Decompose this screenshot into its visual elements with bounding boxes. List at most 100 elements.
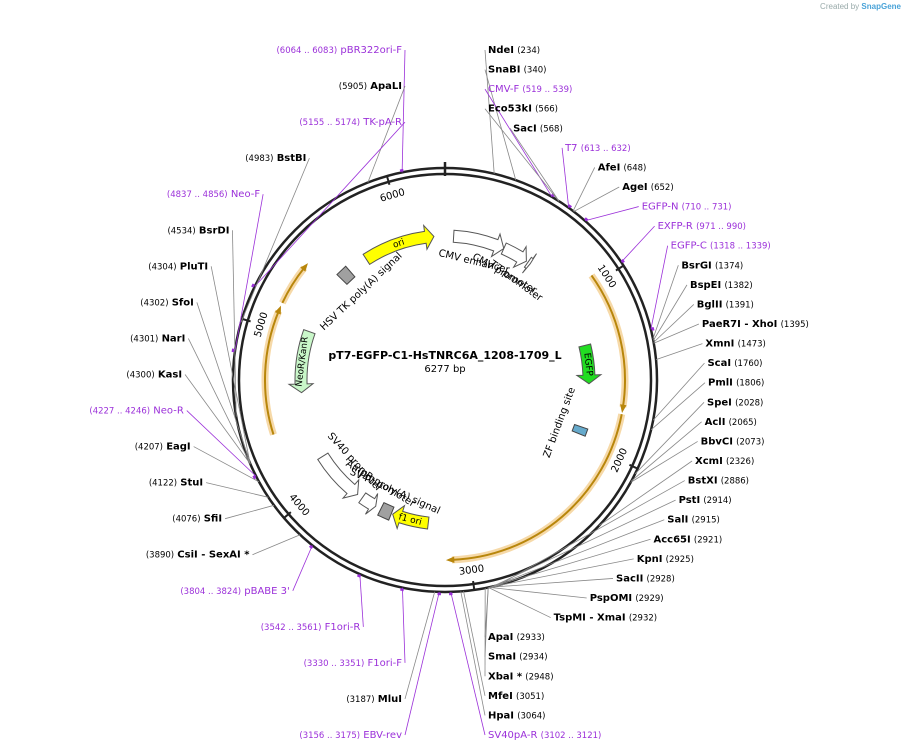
site-position: (2073) bbox=[736, 437, 764, 447]
enzyme-site-bbvci: BbvCI (2073) bbox=[701, 436, 765, 447]
enzyme-site-mlui: (3187) MluI bbox=[346, 694, 402, 705]
svg-text:ScaI (1760): ScaI (1760) bbox=[707, 358, 762, 369]
svg-text:SalI (2915): SalI (2915) bbox=[667, 515, 720, 526]
feature-arrow bbox=[452, 229, 505, 258]
site-leader-line bbox=[224, 504, 275, 520]
svg-text:SacI (568): SacI (568) bbox=[513, 123, 563, 134]
enzyme-site-eagi: (4207) EagI bbox=[135, 442, 191, 453]
svg-text:SnaBI (340): SnaBI (340) bbox=[488, 65, 546, 76]
site-name: TspMI - XmaI bbox=[554, 613, 626, 624]
svg-text:T7 (613 .. 632): T7 (613 .. 632) bbox=[564, 143, 631, 154]
primer-marker bbox=[584, 217, 589, 222]
enzyme-site-sfii: (4076) SfiI bbox=[172, 514, 222, 525]
svg-text:SmaI (2934): SmaI (2934) bbox=[488, 652, 548, 663]
svg-text:AclI (2065): AclI (2065) bbox=[705, 417, 757, 428]
site-name: NarI bbox=[162, 333, 186, 344]
enzyme-site-sacii: SacII (2928) bbox=[616, 573, 675, 584]
site-leader-line bbox=[572, 167, 596, 212]
enzyme-site-paer7i-xhoi: PaeR7I - XhoI (1395) bbox=[702, 319, 809, 330]
site-name: MfeI bbox=[488, 691, 513, 702]
svg-text:(4227 .. 4246) Neo-R: (4227 .. 4246) Neo-R bbox=[89, 406, 183, 417]
site-position: (4300) bbox=[126, 370, 154, 380]
orange-arc bbox=[264, 310, 280, 435]
site-leader-line bbox=[404, 591, 436, 700]
primer-site-egfp-n: EGFP-N (710 .. 731) bbox=[642, 202, 732, 213]
site-position: (3330 .. 3351) bbox=[304, 659, 365, 669]
orange-arc-arrow bbox=[445, 556, 455, 564]
primer-site-f1ori-r: (3542 .. 3561) F1ori-R bbox=[261, 622, 361, 633]
site-leader-line bbox=[367, 85, 406, 183]
site-position: (3187) bbox=[346, 695, 374, 705]
site-leader-line bbox=[509, 128, 560, 202]
site-name: ScaI bbox=[707, 358, 731, 369]
site-leader-line bbox=[490, 538, 651, 588]
site-position: (3804 .. 3824) bbox=[180, 587, 241, 597]
feature-egfp: EGFP bbox=[575, 343, 603, 385]
site-name: Acc65I bbox=[653, 534, 690, 545]
feature-label: HSV TK poly(A) signal bbox=[318, 251, 404, 333]
enzyme-site-xcmi: XcmI (2326) bbox=[695, 456, 754, 467]
site-leader-line bbox=[234, 194, 264, 351]
site-name: ApaI bbox=[488, 632, 513, 643]
site-leader-line bbox=[655, 343, 703, 360]
svg-text:BstXI (2886): BstXI (2886) bbox=[688, 476, 749, 487]
site-leader-line bbox=[631, 421, 702, 482]
svg-text:(3156 .. 3175) EBV-rev: (3156 .. 3175) EBV-rev bbox=[299, 730, 402, 741]
enzyme-site-pmli: PmlI (1806) bbox=[708, 378, 764, 389]
svg-text:(4300) KasI: (4300) KasI bbox=[126, 369, 182, 380]
site-name: ApaLI bbox=[370, 81, 402, 92]
enzyme-site-bstxi: BstXI (2886) bbox=[688, 476, 749, 487]
site-position: (2933) bbox=[517, 633, 545, 643]
feature-hsv-tk-poly-a-signal: HSV TK poly(A) signal bbox=[318, 251, 404, 333]
site-position: (3890) bbox=[146, 551, 174, 561]
site-leader-line bbox=[652, 362, 705, 421]
site-position: (6064 .. 6083) bbox=[276, 46, 337, 56]
feature-arrow bbox=[287, 328, 316, 394]
site-position: (340) bbox=[524, 66, 547, 76]
orange-arc bbox=[451, 413, 623, 561]
site-leader-line bbox=[196, 302, 251, 464]
site-name: SnaBI bbox=[488, 65, 520, 76]
enzyme-site-mfei: MfeI (3051) bbox=[488, 691, 544, 702]
site-leader-line bbox=[634, 402, 705, 475]
site-leader-line bbox=[404, 591, 440, 736]
site-name: KasI bbox=[158, 369, 182, 380]
site-leader-line bbox=[489, 558, 634, 588]
svg-text:(5155 .. 5174) TK-pA-R: (5155 .. 5174) TK-pA-R bbox=[299, 117, 402, 128]
svg-text:(3187) MluI: (3187) MluI bbox=[346, 694, 402, 705]
svg-text:SacII (2928): SacII (2928) bbox=[616, 573, 675, 584]
site-position: (4302) bbox=[140, 298, 168, 308]
feature-box bbox=[571, 423, 589, 437]
feature-arrow bbox=[317, 452, 360, 499]
svg-text:PstI (2914): PstI (2914) bbox=[679, 495, 732, 506]
site-position: (1760) bbox=[734, 359, 762, 369]
site-position: (234) bbox=[517, 46, 540, 56]
svg-text:(4122) StuI: (4122) StuI bbox=[149, 478, 203, 489]
site-position: (3051) bbox=[516, 692, 544, 702]
svg-text:TspMI - XmaI (2932): TspMI - XmaI (2932) bbox=[554, 613, 657, 624]
primer-marker bbox=[550, 193, 556, 198]
site-name: NdeI bbox=[488, 45, 514, 56]
primer-site-ebv-rev: (3156 .. 3175) EBV-rev bbox=[299, 730, 402, 741]
site-position: (2934) bbox=[519, 653, 547, 663]
primer-marker bbox=[356, 574, 362, 578]
site-name: Neo-R bbox=[153, 406, 184, 417]
svg-text:SV40pA-R (3102 .. 3121): SV40pA-R (3102 .. 3121) bbox=[488, 730, 601, 741]
site-name: T7 bbox=[564, 143, 577, 154]
enzyme-site-snabi: SnaBI (340) bbox=[488, 65, 546, 76]
primer-site-f1ori-f: (3330 .. 3351) F1ori-F bbox=[304, 658, 403, 669]
primer-site-sv40pa-r: SV40pA-R (3102 .. 3121) bbox=[488, 730, 601, 741]
enzyme-site-eco53ki: Eco53kI (566) bbox=[488, 104, 558, 115]
site-leader-line bbox=[210, 266, 251, 464]
enzyme-site-bspei: BspEI (1382) bbox=[690, 280, 753, 291]
svg-text:ApaI (2933): ApaI (2933) bbox=[488, 632, 545, 643]
svg-text:EGFP-C (1318 .. 1339): EGFP-C (1318 .. 1339) bbox=[671, 241, 771, 252]
site-name: CMV-F bbox=[488, 84, 519, 95]
site-position: (5155 .. 5174) bbox=[299, 118, 360, 128]
site-name: BstBI bbox=[277, 153, 307, 164]
site-position: (1382) bbox=[724, 281, 752, 291]
site-name: BglII bbox=[697, 299, 723, 310]
snapgene-logo: SnapGene bbox=[861, 2, 901, 11]
site-leader-line bbox=[450, 591, 486, 736]
